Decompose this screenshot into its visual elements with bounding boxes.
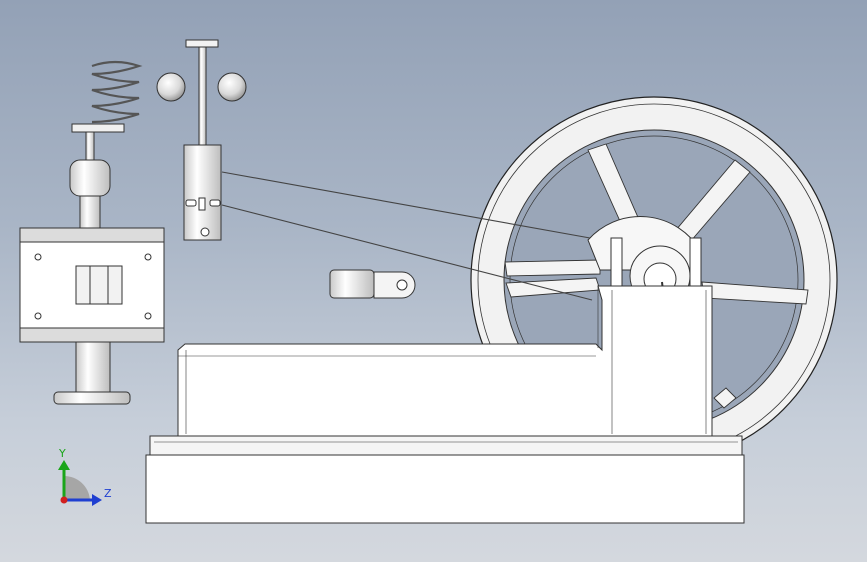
cylinder-block — [177, 285, 713, 437]
governor-ball-right[interactable] — [217, 72, 247, 102]
bearing-post-left — [610, 237, 623, 287]
flywheel-spokes — [504, 143, 809, 409]
governor-housing — [183, 144, 222, 241]
rod-end[interactable] — [329, 269, 416, 299]
axis-y-label: Y — [58, 447, 66, 460]
engine-base[interactable] — [145, 237, 745, 524]
governor[interactable] — [156, 39, 247, 241]
base-ledge — [149, 435, 743, 456]
drive-belt — [221, 171, 593, 301]
axis-z-label: Z — [104, 487, 112, 500]
spring-regulator[interactable] — [19, 60, 165, 405]
spring-icon — [91, 60, 143, 124]
base-plate — [145, 454, 745, 524]
governor-cap — [185, 39, 219, 48]
governor-spindle — [198, 46, 207, 146]
coordinate-triad-icon: Y Z — [58, 447, 112, 506]
bearing-post-right — [689, 237, 702, 287]
governor-ball-left[interactable] — [156, 72, 186, 102]
